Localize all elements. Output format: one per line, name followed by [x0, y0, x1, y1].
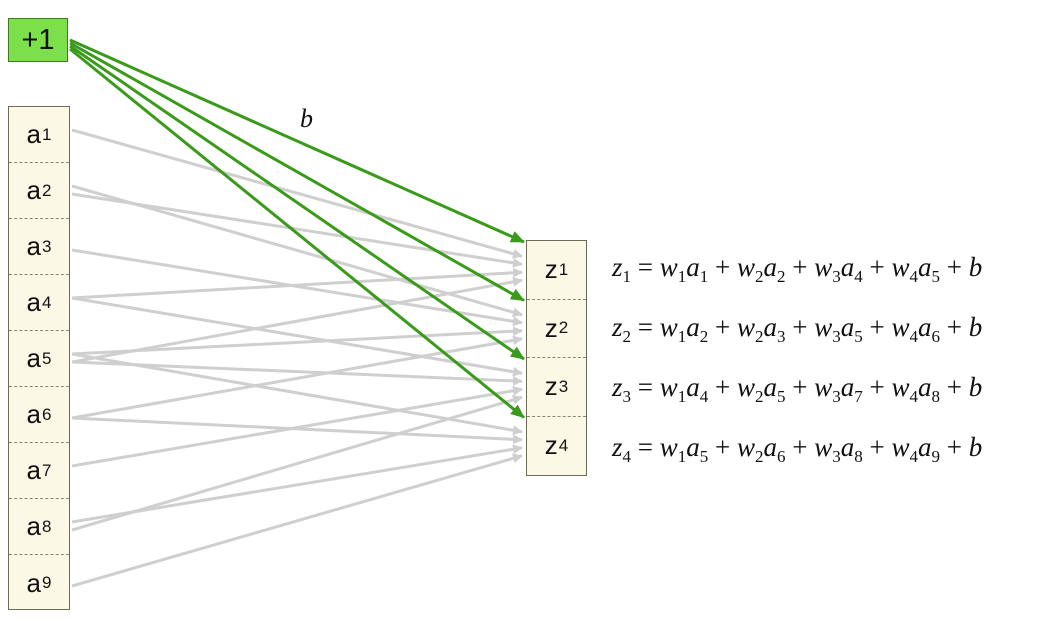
bias-edge-to-z1 — [69, 38, 525, 244]
input-node-a7-base: a — [26, 455, 41, 485]
input-node-a8-subscript: 8 — [42, 516, 52, 536]
input-node-a3-base: a — [26, 231, 41, 261]
output-node-z2-base: z — [544, 312, 558, 343]
edge-a5-to-z3 — [71, 360, 523, 386]
edge-a2-to-z1 — [71, 192, 523, 268]
output-node-z4-base: z — [544, 430, 558, 461]
edge-a8-to-z4 — [71, 444, 523, 524]
equation-z4: z4 = w1a5 + w2a6 + w3a8 + w4a9 + b — [612, 432, 983, 466]
bias-edge-to-z4 — [69, 47, 525, 419]
input-node-a2-subscript: 2 — [42, 180, 52, 200]
output-node-z1-base: z — [544, 254, 558, 285]
bias-edge-to-z3 — [69, 44, 525, 361]
input-node-a3-subscript: 3 — [42, 236, 52, 256]
output-node-z1-subscript: 1 — [558, 259, 569, 279]
output-node-z4-subscript: 4 — [558, 435, 569, 455]
edge-a5-to-z4 — [71, 352, 523, 436]
bias-node: +1 — [8, 18, 68, 62]
input-node-a4-subscript: 4 — [42, 292, 52, 312]
input-node-a9-subscript: 9 — [42, 573, 52, 592]
input-node-a6-subscript: 6 — [42, 404, 52, 424]
equation-z3: z3 = w1a4 + w2a5 + w3a7 + w4a8 + b — [612, 372, 983, 406]
input-node-a1-subscript: 1 — [42, 124, 52, 144]
bias-edges — [69, 38, 525, 419]
input-node-a1-base: a — [26, 119, 41, 149]
input-node-a5-base: a — [26, 343, 41, 373]
bias-edge-to-z2 — [69, 41, 525, 302]
bias-label: +1 — [21, 23, 55, 56]
input-weight-edges — [71, 128, 523, 588]
output-node-z3-base: z — [544, 371, 558, 402]
edge-a3-to-z2 — [71, 248, 523, 327]
equation-z2: z2 = w1a2 + w2a3 + w3a5 + w4a6 + b — [612, 312, 983, 346]
input-node-a9-base: a — [26, 567, 41, 598]
bias-weight-label: b — [300, 104, 313, 133]
input-node-a8-base: a — [26, 511, 41, 541]
equation-z1: z1 = w1a1 + w2a2 + w3a4 + w4a5 + b — [612, 252, 983, 286]
edge-a6-to-z2 — [71, 335, 523, 420]
edge-a2-to-z2 — [71, 184, 523, 318]
input-node-a6-base: a — [26, 399, 41, 429]
edge-a4-to-z3 — [71, 296, 523, 377]
edge-a1-to-z1 — [71, 128, 523, 259]
input-node-a7-subscript: 7 — [42, 460, 52, 480]
input-node-a2-base: a — [26, 175, 41, 205]
input-node-a5-subscript: 5 — [42, 348, 52, 368]
output-node-z2-subscript: 2 — [558, 318, 569, 338]
edge-a6-to-z4 — [71, 416, 523, 445]
input-node-a4-base: a — [26, 287, 41, 317]
output-node-z3-subscript: 3 — [558, 376, 569, 396]
edge-a9-to-z4 — [71, 453, 523, 588]
edge-a5-to-z2 — [71, 326, 523, 356]
